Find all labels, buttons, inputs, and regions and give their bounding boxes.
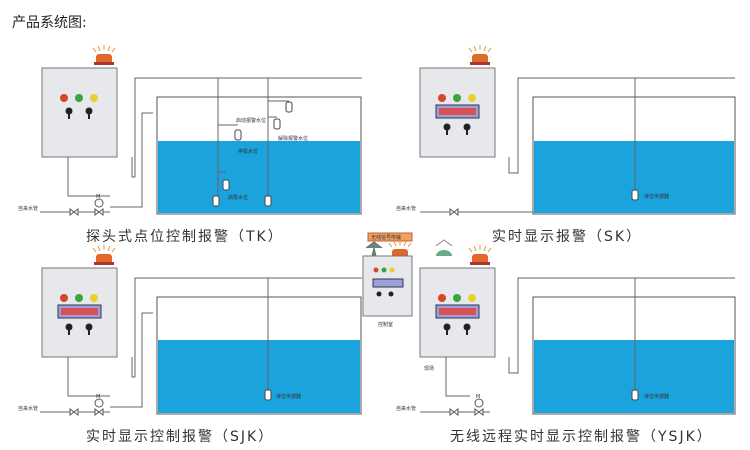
alarm-beacon-icon	[92, 244, 116, 266]
alarm-beacon-icon	[468, 244, 492, 266]
label-sensor: 液位传感器	[644, 393, 669, 400]
label-control-room: 控制室	[378, 321, 393, 328]
label-signal: 无线信号传输	[371, 234, 401, 241]
caption-sjk: 实时显示控制报警（SJK）	[86, 429, 275, 445]
label-release-alarm: 解除报警水位	[278, 135, 308, 142]
panel-tk	[39, 44, 362, 216]
control-room	[362, 232, 413, 317]
valve-label: M	[476, 394, 480, 400]
alarm-beacon-icon	[92, 44, 116, 66]
caption-ysjk: 无线远程实时显示控制报警（YSJK）	[450, 429, 713, 445]
valve-label: M	[96, 194, 100, 200]
label-inlet-pipe: 自来水管	[18, 205, 38, 212]
label-start-alarm: 启动报警水位	[236, 117, 266, 124]
panel-ysjk	[419, 239, 736, 416]
control-box	[41, 67, 118, 158]
label-inlet-pipe: 自来水管	[18, 405, 38, 412]
alarm-beacon-icon	[468, 44, 492, 66]
label-sensor: 液位传感器	[644, 193, 669, 200]
label-site: 现场	[424, 365, 434, 372]
page-title: 产品系统图:	[12, 15, 87, 31]
panel-sk	[419, 44, 736, 216]
label-stop-pump: 停泵水位	[238, 148, 258, 155]
valve-label: M	[96, 394, 100, 400]
caption-tk: 探头式点位控制报警（TK）	[86, 229, 284, 245]
label-inlet-pipe: 自来水管	[396, 205, 416, 212]
label-sensor: 液位传感器	[276, 393, 301, 400]
panel-sjk	[39, 244, 362, 416]
label-inlet-pipe: 自来水管	[396, 405, 416, 412]
label-start-pump: 启泵水位	[228, 194, 248, 201]
caption-sk: 实时显示报警（SK）	[492, 229, 643, 245]
water-level	[158, 141, 360, 213]
